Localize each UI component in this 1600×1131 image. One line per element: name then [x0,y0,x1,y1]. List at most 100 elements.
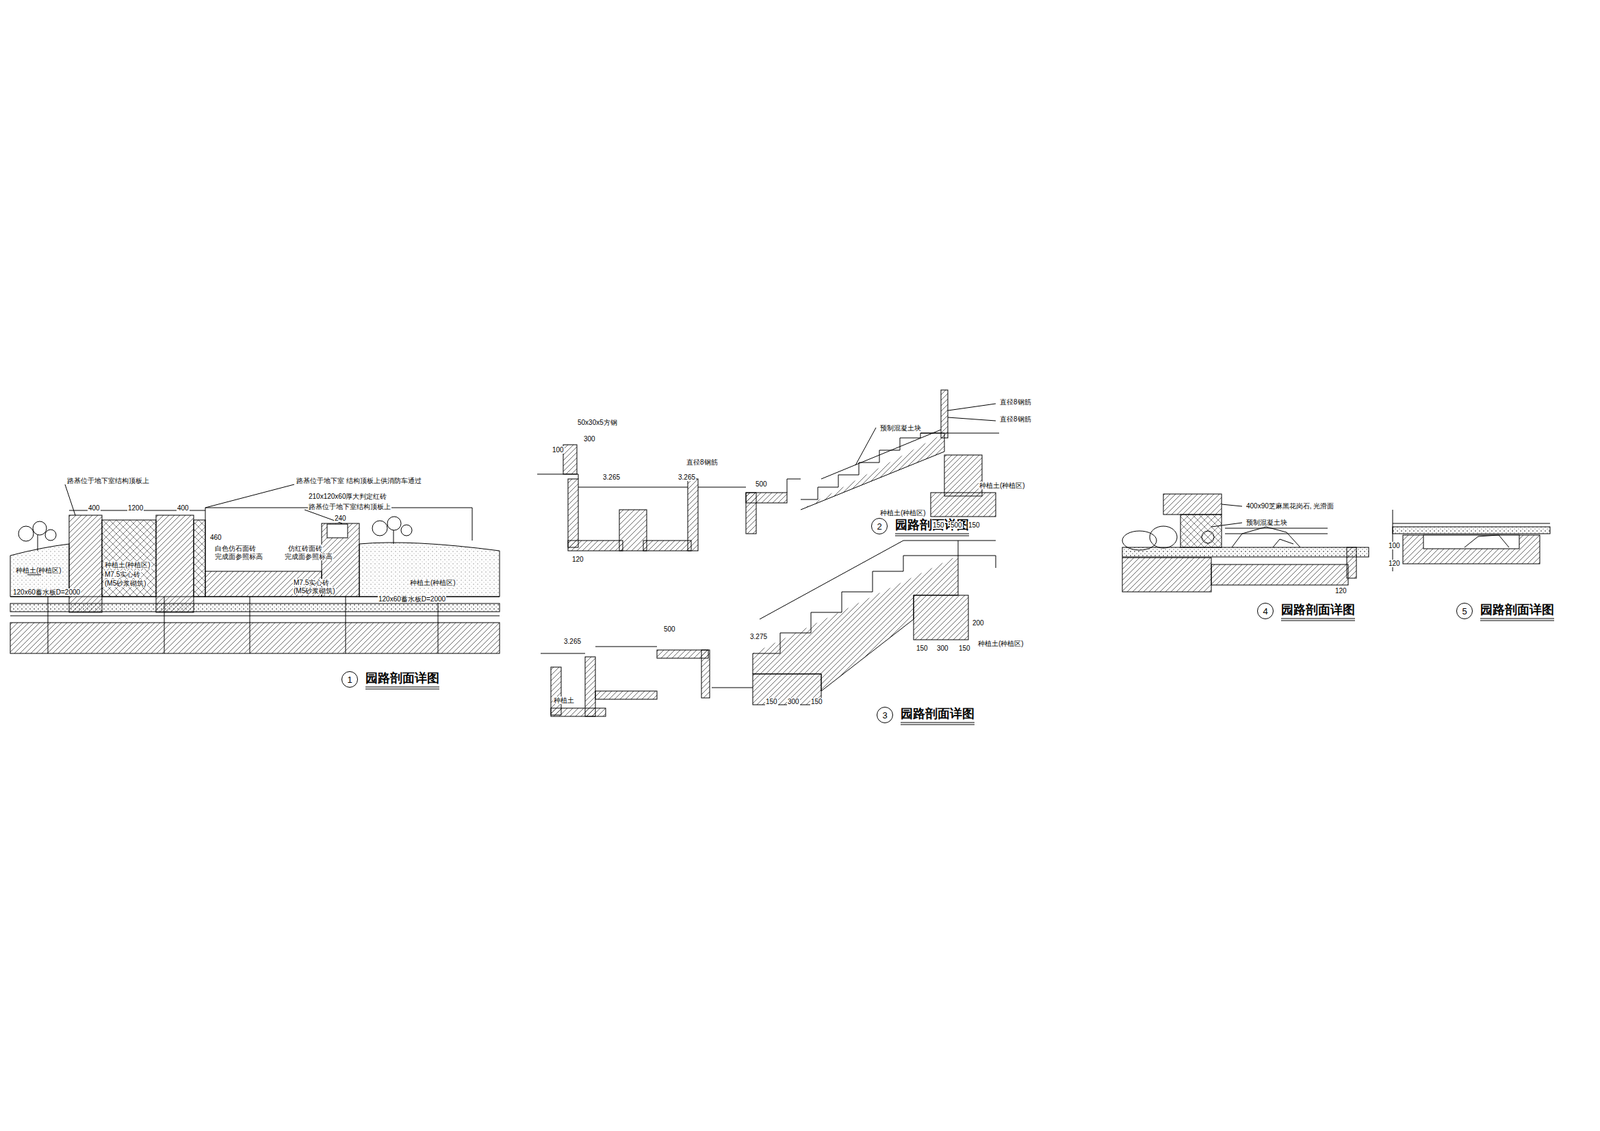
drawing-line [619,509,647,551]
annotation: 种植土 [552,696,575,705]
callout-number: 1 [342,672,358,688]
drawing-line [45,529,57,541]
callout-number: 4 [1257,603,1273,619]
annotation: 直径8钢筋 [999,415,1032,423]
annotation: 种植土(种植区) [977,639,1025,648]
annotation: (M5砂浆砌筑) [292,587,337,595]
drawing-line [563,444,577,475]
annotation: 完成面参照标高 [284,552,334,561]
annotation: 120x60蓄水板D=2000 [12,588,81,597]
drawing-line [1423,535,1520,549]
annotation: 种植土(种植区) [978,481,1026,490]
annotation: 200 [971,619,985,627]
drawing-line [69,515,102,613]
drawing-line [821,429,941,480]
drawing-line [568,540,623,551]
drawing-line [643,540,692,551]
section-1 [10,484,500,654]
drawing-line [1122,557,1212,592]
annotation: 120 [1334,587,1348,595]
annotation: 300 [936,644,950,653]
annotation: 150 [810,698,824,706]
annotation: 完成面参照标高 [214,552,264,561]
annotation: 仿红砖面砖 [287,544,324,553]
annotation: 路基位于地下室结构顶板上 [307,502,392,511]
drawing-line [193,520,206,597]
annotation: 240 [333,514,347,523]
drawing-line [1163,494,1222,515]
drawing-line [18,526,34,542]
annotation: 预制混凝土块 [879,424,922,432]
drawing-line [711,687,753,689]
callout-number: 5 [1456,603,1473,619]
annotation: 路基位于地下室 结构顶板上供消防车通过 [295,476,423,485]
drawing-line [855,403,1000,466]
annotation: 1200 [127,504,144,512]
drawing-line [1122,547,1369,558]
drawing-line [585,656,596,717]
drawing-line [101,520,157,597]
annotation: 500 [754,480,768,488]
drawing-line [786,479,801,493]
drawing-title: 园路剖面详图 [1480,601,1555,622]
drawing-line [800,433,945,500]
drawing-line [27,484,343,597]
drawing-line [687,479,699,551]
annotation: 100 [1387,542,1401,550]
annotation: 白色仿石面砖 [214,544,257,553]
annotation: (M5砂浆砌筑) [104,579,148,588]
annotation: 种植土(种植区) [409,578,457,587]
drawing-title: 园路剖面详图 [365,669,440,690]
annotation: 500 [949,521,963,529]
annotation: 3.265 [602,473,621,482]
drawing-line [1211,564,1349,586]
drawing-line [1211,504,1243,527]
annotation: 路基位于地下室结构顶板上 [66,476,150,485]
annotation: 300 [786,698,800,706]
annotation: 直径8钢筋 [999,398,1032,406]
annotation: 种植土(种植区) [15,566,63,575]
detail-callout: 3园路剖面详图 [876,706,894,724]
annotation: 预制混凝土块 [1245,518,1288,527]
annotation: 150 [958,644,972,653]
annotation: 3.265 [677,473,696,482]
drawing-line [1392,526,1551,534]
drawing-line [1224,528,1328,534]
section-2 [537,390,1000,551]
drawing-line [32,521,47,536]
drawing-line [1464,535,1509,548]
drawing-line [537,474,579,480]
annotation: 100 [551,446,565,454]
drawing-title: 园路剖面详图 [900,705,975,726]
detail-callout: 4园路剖面详图 [1257,602,1274,620]
section-4 [1122,494,1369,592]
detail-callout: 5园路剖面详图 [1456,602,1473,620]
drawing-line [1231,526,1301,548]
drawing-line [930,492,996,517]
section-5 [1392,509,1551,572]
drawing-line [69,507,473,572]
annotation: 120x60蓄水板D=2000 [377,595,447,603]
drawing-line [800,433,945,510]
annotation: 120 [1387,559,1401,568]
annotation: 460 [209,533,223,542]
annotation: 种植土(种植区) [879,509,927,517]
drawing-line [759,540,996,620]
drawing-line [1149,526,1178,549]
annotation: 3.265 [563,637,582,646]
annotation: 300 [583,435,597,443]
callout-number: 2 [871,518,887,534]
annotation: 50x30x5方钢 [576,418,618,427]
annotation: 直径8钢筋 [685,458,719,467]
annotation: 150 [967,521,981,529]
drawing-line [372,520,388,536]
drawing-line [1180,514,1222,548]
drawing-line [10,622,500,654]
annotation: M7.5实心砖 [104,570,141,579]
drawing-line [1402,535,1540,564]
drawing-line [913,595,969,640]
drawing-line [10,615,500,617]
drawing-line [745,492,787,503]
drawing-line [401,524,412,536]
